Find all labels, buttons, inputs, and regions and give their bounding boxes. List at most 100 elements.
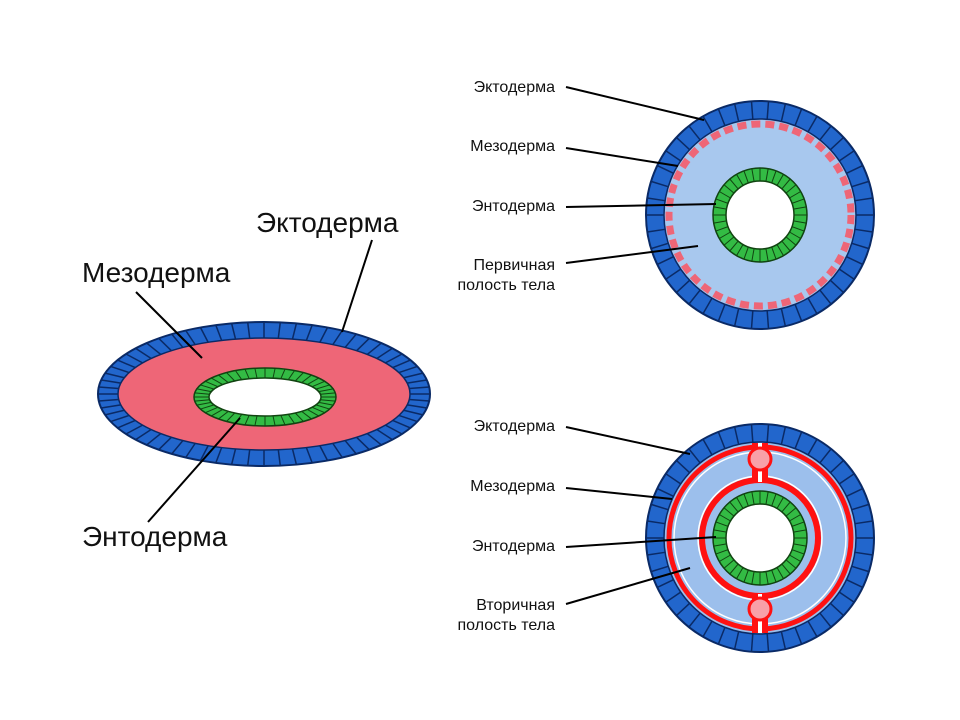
endoderm-cell-wall: [751, 248, 755, 262]
ectoderm-cell-wall: [104, 409, 125, 416]
ectoderm-cell-wall: [854, 197, 873, 202]
ectoderm-cell-wall: [794, 304, 803, 322]
ectoderm-cell-wall: [409, 386, 430, 390]
endoderm-cell-wall: [715, 198, 729, 204]
ectoderm-cell-wall: [277, 449, 282, 466]
ectoderm-cell-wall: [385, 353, 403, 364]
ectoderm-cell-wall: [110, 365, 130, 374]
ectoderm-cell-wall: [403, 409, 424, 416]
ectoderm-cell-wall: [291, 323, 298, 340]
ectoderm-cell-wall: [846, 164, 864, 175]
endoderm-cell-wall: [205, 406, 219, 414]
endoderm-cell-wall: [765, 168, 769, 182]
br-ectoderm-label: Эктодерма: [474, 418, 556, 435]
left-mesoderm-label: Мезодерма: [82, 257, 231, 288]
ectoderm-cell-wall: [656, 164, 674, 175]
ectoderm-cell-wall: [230, 448, 237, 465]
endoderm-cell-wall: [719, 231, 731, 239]
ectoderm-cell-wall: [838, 268, 855, 280]
ectoderm-cell-wall: [838, 150, 855, 162]
ectoderm-cell-wall: [117, 419, 136, 429]
endoderm-cell-wall: [723, 507, 735, 517]
ectoderm-cell-wall: [392, 419, 411, 429]
ectoderm-cell-wall: [717, 627, 726, 645]
left-gut-lumen: [208, 377, 322, 417]
ectoderm-cell-wall: [171, 333, 184, 348]
ectoderm-cell-wall: [319, 327, 329, 343]
br-endoderm-cells: [713, 491, 807, 585]
endoderm-cell-wall: [715, 521, 729, 527]
endoderm-cell-wall: [781, 501, 791, 513]
ectoderm-cell-wall: [780, 103, 787, 122]
ectoderm-cell-wall: [851, 565, 870, 573]
endoderm-cell-wall: [318, 388, 334, 393]
endoderm-cell-wall: [719, 514, 731, 522]
endoderm-cell-wall: [218, 410, 229, 420]
ectoderm-cell-wall: [846, 487, 864, 498]
br-endoderm-label: Энтодерма: [472, 538, 555, 555]
ectoderm-cell-wall: [688, 125, 701, 141]
ectoderm-cell-wall: [688, 289, 701, 305]
endoderm-cell-wall: [196, 388, 212, 393]
endoderm-cell-wall: [715, 549, 729, 555]
ectoderm-cell-wall: [819, 448, 832, 464]
ectoderm-cell-wall: [230, 323, 237, 340]
endoderm-cell-wall: [729, 563, 739, 575]
ectoderm-cell-wall: [171, 440, 184, 455]
ectoderm-cell-wall: [647, 551, 666, 556]
ectoderm-cell-wall: [675, 279, 691, 294]
ectoderm-cell-wall: [650, 565, 669, 573]
ectoderm-cell-wall: [780, 631, 787, 650]
endoderm-cell-wall: [793, 206, 807, 210]
endoderm-cell-wall: [743, 170, 749, 184]
endoderm-cell-wall: [713, 529, 727, 533]
ectoderm-cell-wall: [665, 268, 682, 280]
ectoderm-cell-wall: [665, 473, 682, 485]
ectoderm-cell-wall: [733, 426, 740, 445]
endoderm-cell-wall: [765, 248, 769, 262]
endoderm-cell-wall: [294, 412, 304, 422]
ectoderm-cell-wall: [291, 448, 298, 465]
ectoderm-cell-wall: [277, 322, 282, 339]
ectoderm-cell-wall: [110, 414, 130, 423]
endoderm-cell-wall: [789, 554, 801, 562]
ectoderm-cell-wall: [356, 436, 370, 451]
tr-endoderm-leader: [565, 203, 717, 208]
endoderm-cell-wall: [771, 569, 777, 583]
br-ectoderm-leader: [565, 426, 691, 455]
br-mesoderm-label: Мезодерма: [470, 478, 555, 495]
endoderm-cell-wall: [205, 380, 219, 388]
endoderm-cell-wall: [785, 184, 797, 194]
endoderm-cell-wall: [287, 414, 295, 424]
endoderm-cell-wall: [226, 412, 236, 422]
ectoderm-cell-wall: [766, 424, 770, 443]
endoderm-cell-wall: [743, 493, 749, 507]
endoderm-cell-wall: [307, 377, 319, 385]
endoderm-cell-wall: [272, 415, 276, 426]
ectoderm-cell-wall: [794, 108, 803, 126]
tr-cavity-label-1: Первичная: [474, 257, 555, 274]
ectoderm-cell-wall: [332, 442, 343, 458]
ectoderm-cell-wall: [403, 372, 424, 379]
ectoderm-cell-wall: [807, 620, 818, 638]
ectoderm-cell-wall: [733, 103, 740, 122]
endoderm-cell-wall: [765, 571, 769, 585]
endoderm-cell-wall: [785, 236, 797, 246]
ectoderm-cell-wall: [656, 487, 674, 498]
endoderm-cell-wall: [781, 563, 791, 575]
ectoderm-cell-wall: [246, 322, 251, 339]
endoderm-cell-wall: [272, 368, 276, 379]
ectoderm-cell-wall: [407, 379, 427, 384]
ectoderm-cell-wall: [733, 631, 740, 650]
ectoderm-cell-wall: [101, 404, 121, 409]
endoderm-cell-wall: [713, 206, 727, 210]
endoderm-cell-wall: [789, 191, 801, 199]
br-cavity-leader: [565, 567, 691, 605]
endoderm-cell-wall: [776, 174, 784, 186]
ectoderm-cell-wall: [829, 602, 845, 617]
ectoderm-cell-wall: [656, 255, 674, 266]
endoderm-cell-wall: [713, 543, 727, 547]
ectoderm-cell-wall: [246, 449, 251, 466]
ectoderm-cell-wall: [650, 242, 669, 250]
